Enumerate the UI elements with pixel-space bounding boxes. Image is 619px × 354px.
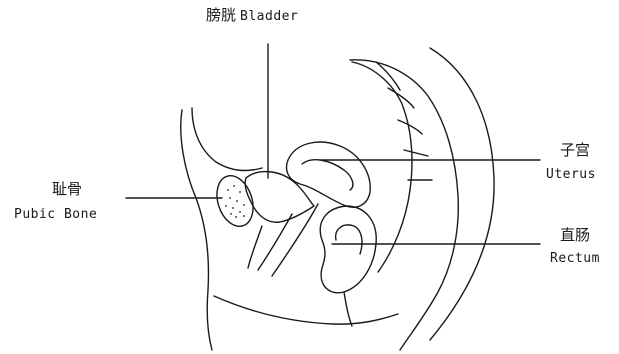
rectum-label-zh: 直肠 — [560, 226, 590, 244]
anal-canal — [344, 292, 352, 326]
bladder-label: 膀胱 Bladder — [206, 8, 298, 24]
pubic-bone-texture — [225, 185, 245, 218]
pelvic-floor — [214, 296, 398, 324]
vaginal-wall-back — [272, 204, 318, 276]
bladder-label-zh: 膀胱 — [206, 6, 236, 24]
pubic-bone-label-zh: 耻骨 — [52, 180, 82, 198]
sacrum-outer — [350, 60, 458, 350]
uterus-label-en: Uterus — [546, 167, 596, 182]
uterus-shape — [287, 142, 371, 207]
vertebra-line-4 — [404, 150, 428, 156]
rectum-label-en-wrap: Rectum — [550, 250, 600, 266]
pubic-bone-shape — [211, 171, 259, 231]
uterus-label-zh: 子宫 — [560, 141, 590, 159]
vertebra-line-2 — [388, 88, 414, 108]
urethra — [248, 226, 262, 268]
bladder-label-en: Bladder — [240, 9, 298, 24]
rectum-inner — [336, 225, 362, 254]
pubic-bone-label-zh-wrap: 耻骨 — [52, 182, 82, 198]
rectum-label-zh-wrap: 直肠 — [560, 228, 590, 244]
uterus-cavity — [302, 160, 353, 190]
uterus-label-zh-wrap: 子宫 — [560, 143, 590, 159]
pubic-bone-label-en: Pubic Bone — [14, 207, 97, 222]
uterus-label-en-wrap: Uterus — [546, 166, 596, 182]
pubic-bone-label-en-wrap: Pubic Bone — [14, 206, 97, 222]
rectum-label-en: Rectum — [550, 251, 600, 266]
anterior-inner-outline — [192, 108, 262, 170]
bladder-shape — [245, 172, 314, 223]
sacrum-inner — [352, 62, 412, 272]
rectum-shape — [320, 206, 376, 293]
anterior-body-outline — [181, 110, 212, 350]
posterior-body-outline — [430, 48, 494, 340]
